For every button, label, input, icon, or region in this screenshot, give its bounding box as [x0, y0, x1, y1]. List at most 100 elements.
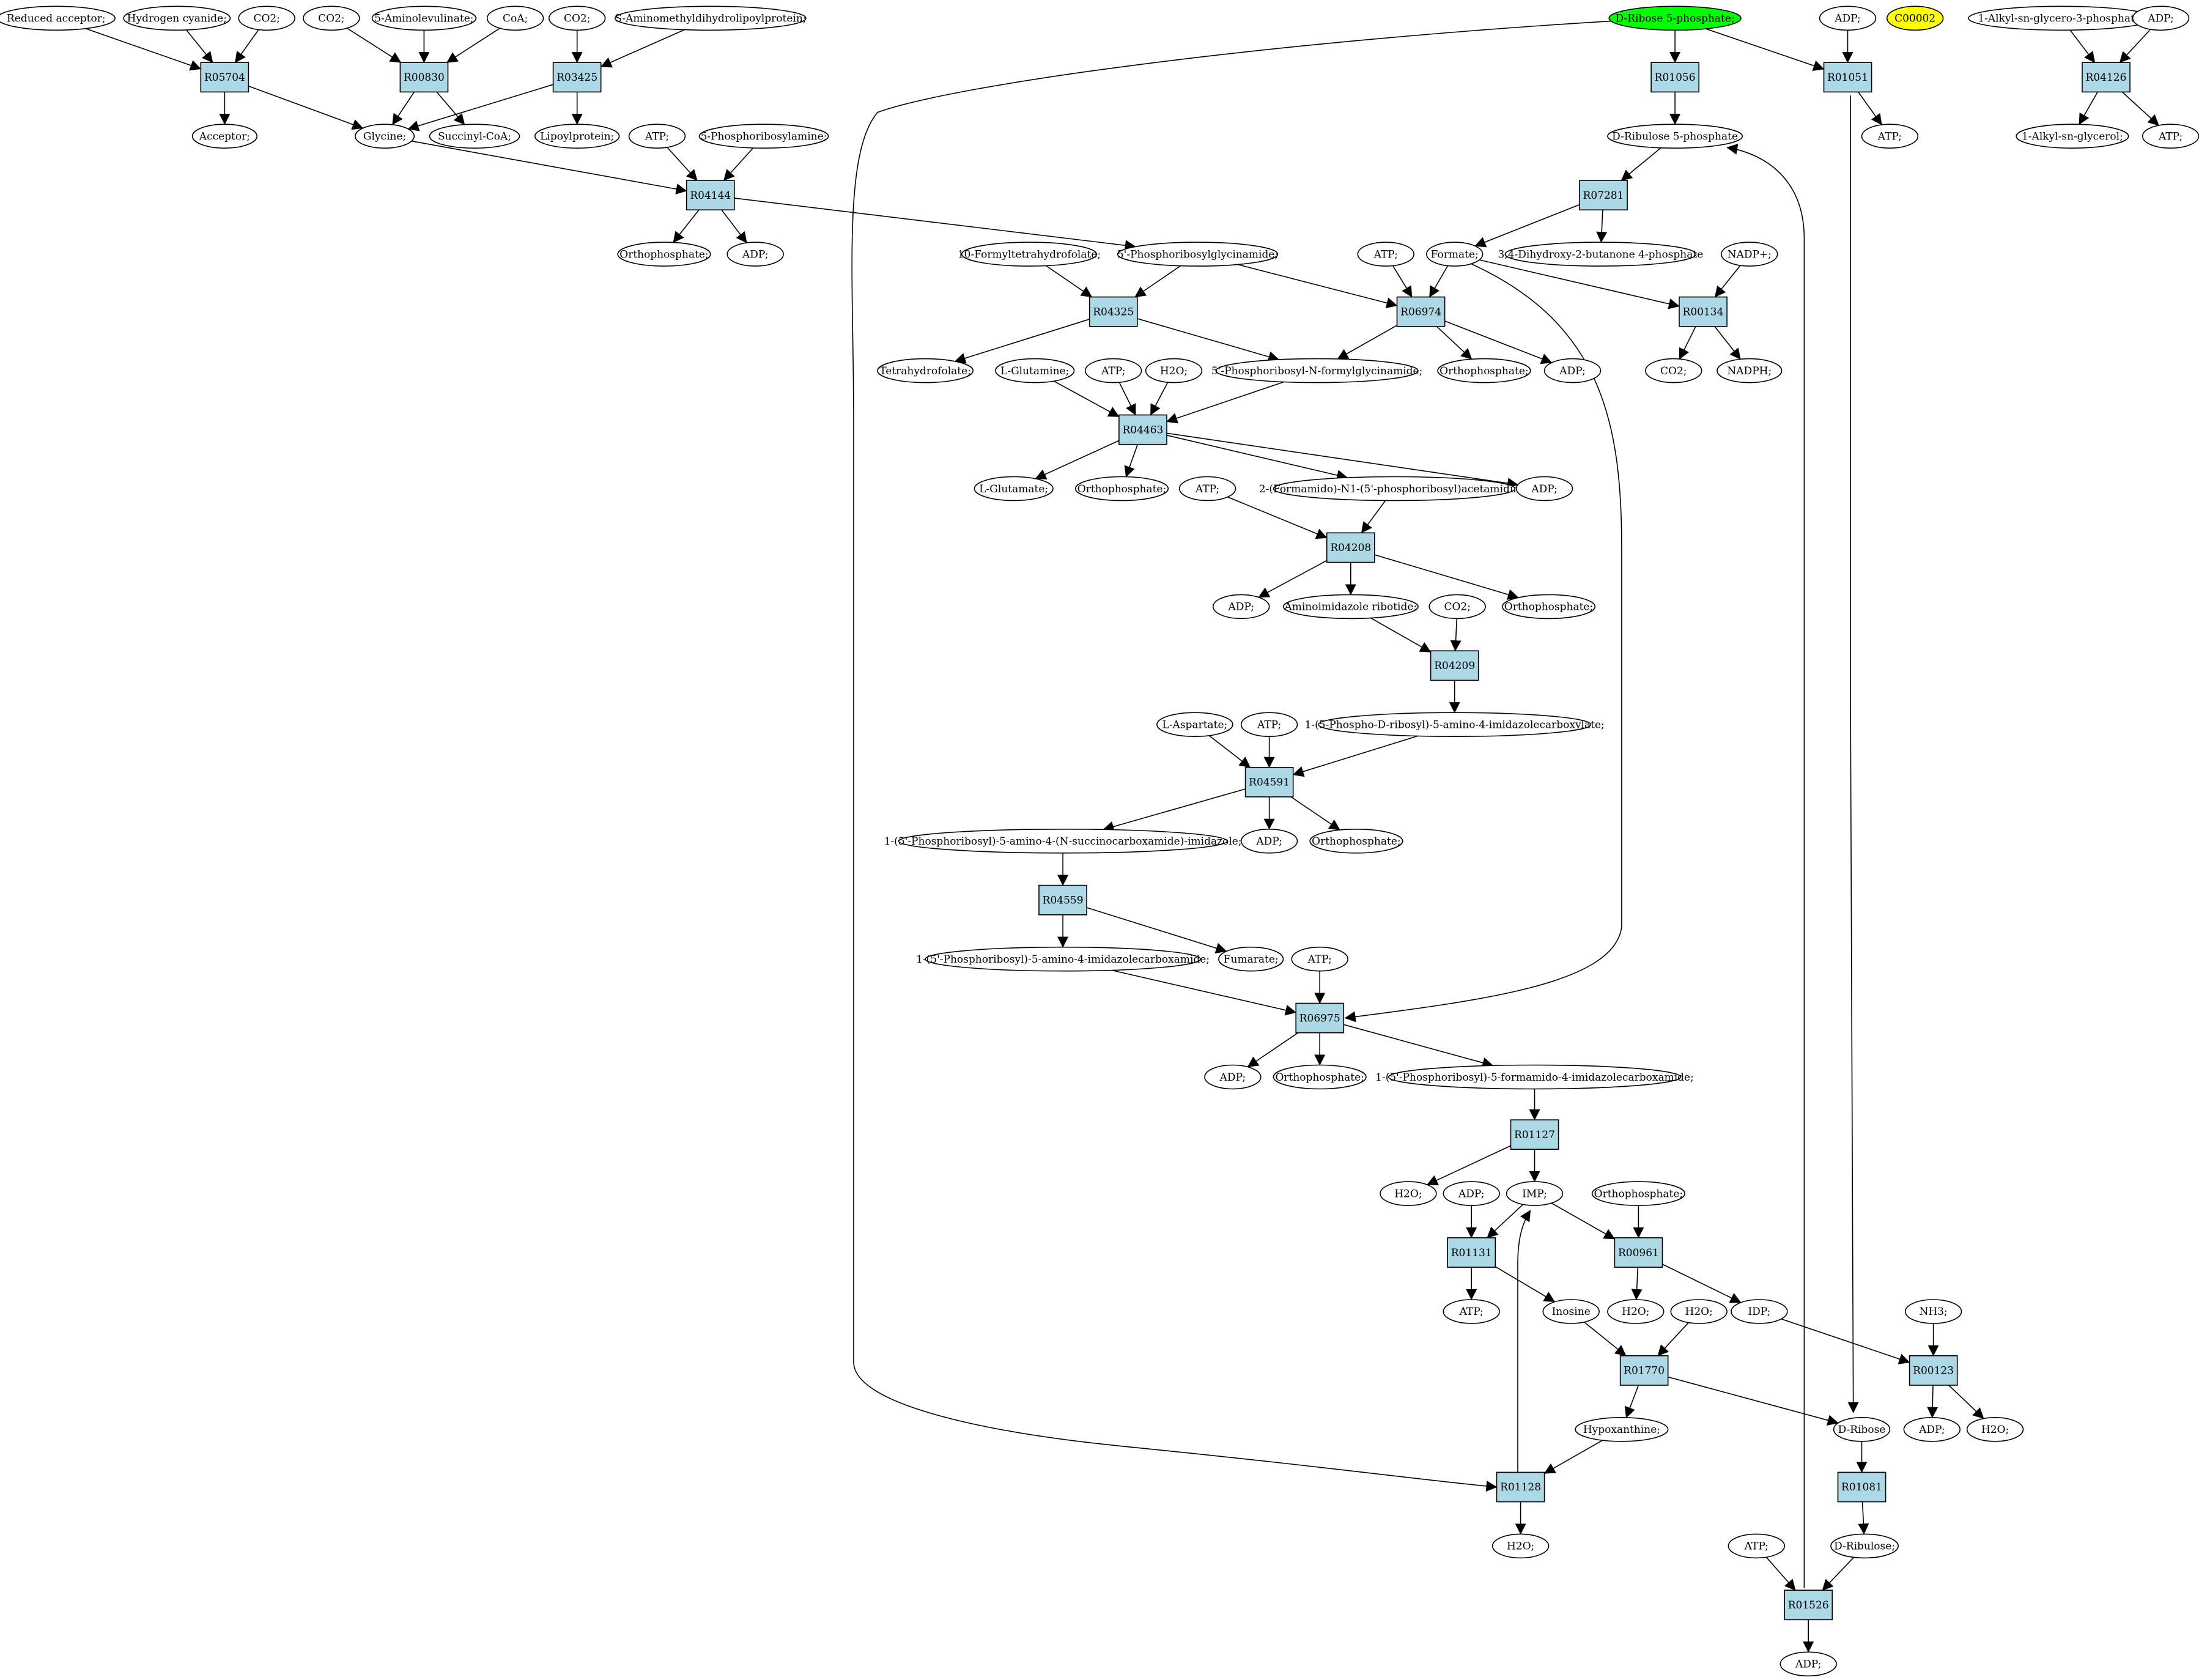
metabolite-node-m-adp-r04144[interactable]: ADP; — [726, 242, 784, 267]
metabolite-node-m-orthophosphate-r04591[interactable]: Orthophosphate; — [1309, 829, 1403, 854]
metabolite-node-m-thf[interactable]: Tetrahydrofolate; — [877, 358, 974, 383]
metabolite-node-m-fgar[interactable]: 5'-Phosphoribosyl-N-formylglycinamide; — [1211, 358, 1422, 383]
metabolite-node-m-l-glutamate[interactable]: L-Glutamate; — [974, 476, 1054, 501]
metabolite-node-m-aminomethyl[interactable]: S-Aminomethyldihydrolipoylprotein; — [614, 6, 807, 31]
reaction-node-R04559[interactable]: R04559 — [1038, 884, 1087, 916]
metabolite-node-m-succinyl-coa[interactable]: Succinyl-CoA; — [429, 124, 520, 149]
metabolite-node-m-adp-r00123[interactable]: ADP; — [1903, 1417, 1961, 1442]
metabolite-node-m-adp-r06975[interactable]: ADP; — [1204, 1064, 1262, 1090]
reaction-node-R01128[interactable]: R01128 — [1496, 1471, 1545, 1503]
metabolite-node-m-d-ribulose[interactable]: D-Ribulose; — [1830, 1533, 1899, 1559]
metabolite-node-m-adp-top2[interactable]: ADP; — [2132, 6, 2190, 31]
metabolite-node-m-atp-r06975[interactable]: ATP; — [1291, 946, 1348, 972]
metabolite-node-m-phosphoribosylamine[interactable]: 5-Phosphoribosylamine; — [698, 124, 829, 149]
metabolite-node-m-formate[interactable]: Formate; — [1426, 242, 1484, 267]
metabolite-node-m-h2o-r01128[interactable]: H2O; — [1491, 1533, 1550, 1559]
metabolite-node-m-cair[interactable]: 1-(5-Phospho-D-ribosyl)-5-amino-4-imidaz… — [1305, 712, 1605, 737]
reaction-node-R04126[interactable]: R04126 — [2082, 62, 2131, 93]
metabolite-node-m-orthophosphate-r04208[interactable]: Orthophosphate; — [1501, 594, 1596, 620]
reaction-node-R03425[interactable]: R03425 — [552, 62, 602, 93]
metabolite-node-m-hypoxanthine[interactable]: Hypoxanthine; — [1575, 1417, 1669, 1442]
metabolite-node-m-atp-r04126[interactable]: ATP; — [2142, 124, 2199, 149]
metabolite-node-m-imp[interactable]: IMP; — [1506, 1181, 1564, 1206]
metabolite-node-m-fgam[interactable]: 2-(Formamido)-N1-(5'-phosphoribosyl)acet… — [1259, 476, 1529, 501]
metabolite-node-m-orthophosphate-r06975[interactable]: Orthophosphate; — [1273, 1064, 1367, 1090]
metabolite-node-m-d-ribose5p[interactable]: D-Ribose 5-phosphate; — [1608, 6, 1742, 31]
metabolite-node-m-idp[interactable]: IDP; — [1731, 1299, 1788, 1324]
metabolite-node-m-saicar[interactable]: 1-(5'-Phosphoribosyl)-5-amino-4-(N-succi… — [884, 829, 1242, 854]
reaction-node-R01770[interactable]: R01770 — [1619, 1355, 1669, 1386]
metabolite-node-m-inosine[interactable]: Inosine — [1542, 1299, 1600, 1324]
metabolite-node-m-lipoylprotein[interactable]: Lipoylprotein; — [534, 124, 620, 149]
metabolite-node-m-glycine[interactable]: Glycine; — [355, 124, 415, 149]
metabolite-node-m-coa[interactable]: CoA; — [486, 6, 544, 31]
metabolite-node-m-acceptor[interactable]: Acceptor; — [191, 124, 258, 149]
metabolite-node-m-atp-r06974[interactable]: ATP; — [1357, 242, 1414, 267]
metabolite-node-m-faicar[interactable]: 1-(5'-Phosphoribosyl)-5-formamido-4-imid… — [1375, 1064, 1694, 1090]
metabolite-node-m-reduced-acceptor[interactable]: Reduced acceptor; — [0, 6, 116, 31]
metabolite-node-m-atp-r01131[interactable]: ATP; — [1443, 1299, 1500, 1324]
metabolite-node-m-hydrogen-cyanide[interactable]: Hydrogen cyanide; — [123, 6, 231, 31]
metabolite-node-m-adp-r01131[interactable]: ADP; — [1443, 1181, 1500, 1206]
metabolite-node-m-d-ribose[interactable]: D-Ribose — [1833, 1417, 1891, 1442]
reaction-node-R01127[interactable]: R01127 — [1510, 1119, 1559, 1150]
metabolite-node-m-gar[interactable]: 5'-Phosphoribosylglycinamide; — [1117, 242, 1279, 267]
metabolite-node-m-adp-r04463[interactable]: ADP; — [1515, 476, 1573, 501]
metabolite-node-m-h2o-r00961[interactable]: H2O; — [1607, 1299, 1665, 1324]
reaction-node-R01526[interactable]: R01526 — [1784, 1589, 1833, 1621]
reaction-node-R01131[interactable]: R01131 — [1447, 1237, 1496, 1268]
metabolite-node-m-h2o-r00123[interactable]: H2O; — [1966, 1417, 2024, 1442]
reaction-node-R04208[interactable]: R04208 — [1326, 532, 1375, 563]
reaction-node-R00134[interactable]: R00134 — [1679, 296, 1728, 327]
metabolite-node-m-adp-bottom[interactable]: ADP; — [1780, 1651, 1837, 1677]
metabolite-node-m-aicar[interactable]: 1-(5'-Phosphoribosyl)-5-amino-4-imidazol… — [916, 946, 1210, 972]
metabolite-node-m-alkyl-glycerol[interactable]: 1-Alkyl-sn-glycerol; — [2016, 124, 2129, 149]
reaction-node-R01081[interactable]: R01081 — [1837, 1471, 1887, 1503]
metabolite-node-m-l-aspartate[interactable]: L-Aspartate; — [1156, 712, 1233, 737]
metabolite-node-m-adp-r06974[interactable]: ADP; — [1543, 358, 1602, 383]
metabolite-node-m-alkyl-g3p[interactable]: 1-Alkyl-sn-glycero-3-phosphate; — [1968, 6, 2154, 31]
metabolite-node-m-atp-r01051[interactable]: ATP; — [1861, 124, 1919, 149]
metabolite-node-m-adp-top[interactable]: ADP; — [1819, 6, 1877, 31]
metabolite-node-m-formyl-thf[interactable]: 10-Formyltetrahydrofolate; — [958, 242, 1101, 267]
metabolite-node-m-co2-r04209[interactable]: CO2; — [1428, 594, 1486, 620]
metabolite-node-m-orthophosphate-r06974[interactable]: Orthophosphate; — [1437, 358, 1531, 383]
metabolite-node-m-adp-r04208[interactable]: ADP; — [1212, 594, 1270, 620]
reaction-node-R06975[interactable]: R06975 — [1295, 1002, 1345, 1034]
metabolite-node-m-aminolevulinate[interactable]: 5-Aminolevulinate; — [371, 6, 477, 31]
metabolite-node-m-nadp[interactable]: NADP+; — [1721, 242, 1778, 267]
reaction-node-R00830[interactable]: R00830 — [399, 62, 449, 93]
reaction-node-R07281[interactable]: R07281 — [1579, 180, 1628, 211]
reaction-node-R04144[interactable]: R04144 — [686, 180, 735, 211]
metabolite-node-m-atp-r04144[interactable]: ATP; — [628, 124, 686, 149]
metabolite-node-m-orthophosphate-r00961[interactable]: Orthophosphate; — [1591, 1181, 1685, 1206]
reaction-node-R00961[interactable]: R00961 — [1614, 1237, 1663, 1268]
metabolite-node-m-nh3[interactable]: NH3; — [1904, 1299, 1962, 1324]
reaction-node-R04463[interactable]: R04463 — [1118, 414, 1167, 445]
metabolite-node-m-co2-c[interactable]: CO2; — [548, 6, 606, 31]
metabolite-node-m-co2-r00134[interactable]: CO2; — [1645, 358, 1702, 383]
metabolite-node-m-dihydroxybutanone[interactable]: 3,4-Dihydroxy-2-butanone 4-phosphate — [1498, 242, 1704, 267]
metabolite-node-m-h2o-r04463[interactable]: H2O; — [1145, 358, 1203, 383]
reaction-node-R01056[interactable]: R01056 — [1650, 62, 1700, 93]
metabolite-node-m-l-glutamine[interactable]: L-Glutamine; — [995, 358, 1075, 383]
reaction-node-R06974[interactable]: R06974 — [1396, 296, 1446, 327]
metabolite-node-m-adp-r04591[interactable]: ADP; — [1240, 829, 1298, 854]
metabolite-node-m-nadph[interactable]: NADPH; — [1717, 358, 1783, 383]
metabolite-node-m-atp-r04591[interactable]: ATP; — [1240, 712, 1298, 737]
metabolite-node-m-orthophosphate-r04463[interactable]: Orthophosphate; — [1074, 476, 1169, 501]
metabolite-node-m-co2-b[interactable]: CO2; — [303, 6, 360, 31]
reaction-node-R05704[interactable]: R05704 — [200, 62, 249, 93]
metabolite-node-m-h2o-r01770[interactable]: H2O; — [1670, 1299, 1728, 1324]
metabolite-node-m-c00002[interactable]: C00002 — [1887, 6, 1944, 31]
metabolite-node-m-co2-a[interactable]: CO2; — [238, 6, 295, 31]
reaction-node-R04325[interactable]: R04325 — [1088, 296, 1138, 327]
metabolite-node-m-atp-r04463[interactable]: ATP; — [1084, 358, 1142, 383]
metabolite-node-m-orthophosphate-r04144[interactable]: Orthophosphate; — [617, 242, 711, 267]
metabolite-node-m-fumarate[interactable]: Fumarate; — [1218, 946, 1284, 972]
metabolite-node-m-h2o-r01127[interactable]: H2O; — [1380, 1181, 1437, 1206]
reaction-node-R04209[interactable]: R04209 — [1430, 650, 1479, 681]
reaction-node-R01051[interactable]: R01051 — [1823, 62, 1872, 93]
reaction-node-R00123[interactable]: R00123 — [1909, 1355, 1958, 1386]
reaction-node-R04591[interactable]: R04591 — [1244, 767, 1294, 797]
